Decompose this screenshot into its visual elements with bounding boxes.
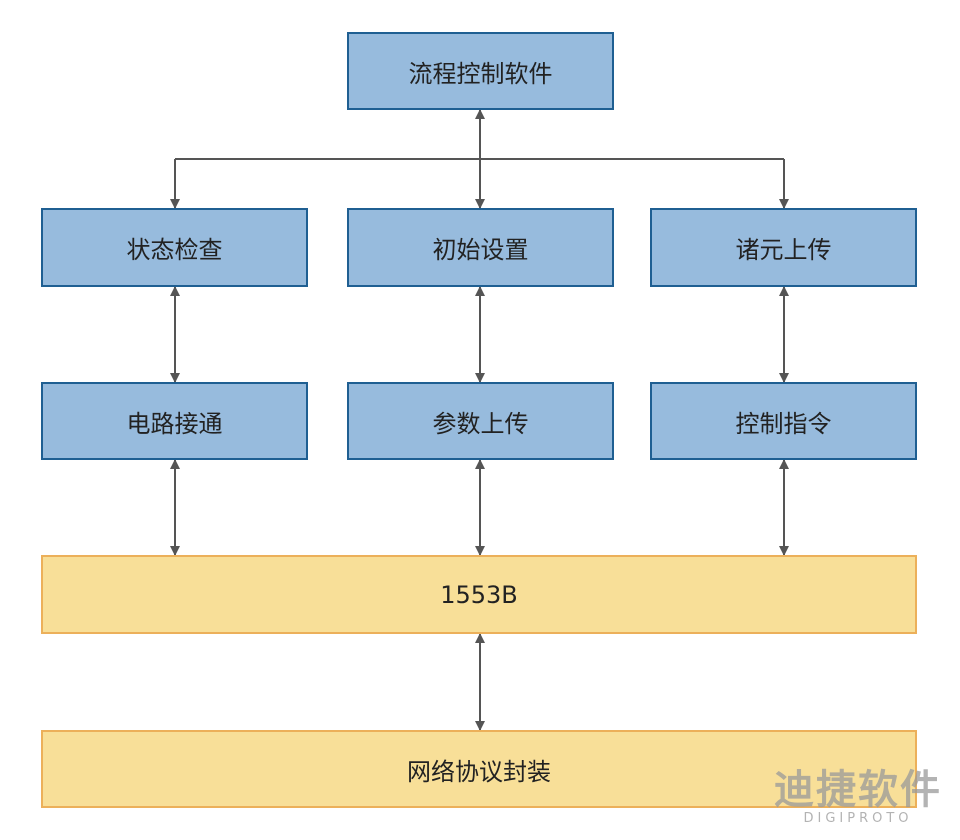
initial-setup-label: 初始设置 — [432, 236, 529, 264]
control-command-label: 控制指令 — [735, 409, 832, 438]
control-command-box: 控制指令 — [650, 382, 917, 460]
watermark-main-text: 迪捷软件 — [774, 767, 942, 813]
initial-setup-box: 初始设置 — [347, 208, 614, 287]
status-check-label: 状态检查 — [126, 236, 223, 264]
network-protocol-label: 网络协议封装 — [407, 757, 551, 786]
circuit-connect-box: 电路接通 — [41, 382, 308, 460]
process-control-software-box: 流程控制软件 — [347, 32, 614, 110]
process-control-software-label: 流程控制软件 — [408, 59, 553, 88]
bus-1553b-box: 1553B — [41, 555, 917, 634]
parameter-upload-box: 诸元上传 — [650, 208, 917, 287]
params-upload-box: 参数上传 — [347, 382, 614, 460]
watermark-sub-text: DIGIPROTO — [803, 811, 913, 826]
circuit-connect-label: 电路接通 — [126, 409, 223, 438]
params-upload-label: 参数上传 — [432, 409, 529, 438]
bus-1553b-label: 1553B — [440, 580, 518, 609]
network-protocol-box: 网络协议封装 — [41, 730, 917, 808]
parameter-upload-label: 诸元上传 — [735, 236, 832, 264]
watermark-logo: 迪捷软件 DIGIPROTO — [774, 768, 942, 826]
status-check-box: 状态检查 — [41, 208, 308, 287]
